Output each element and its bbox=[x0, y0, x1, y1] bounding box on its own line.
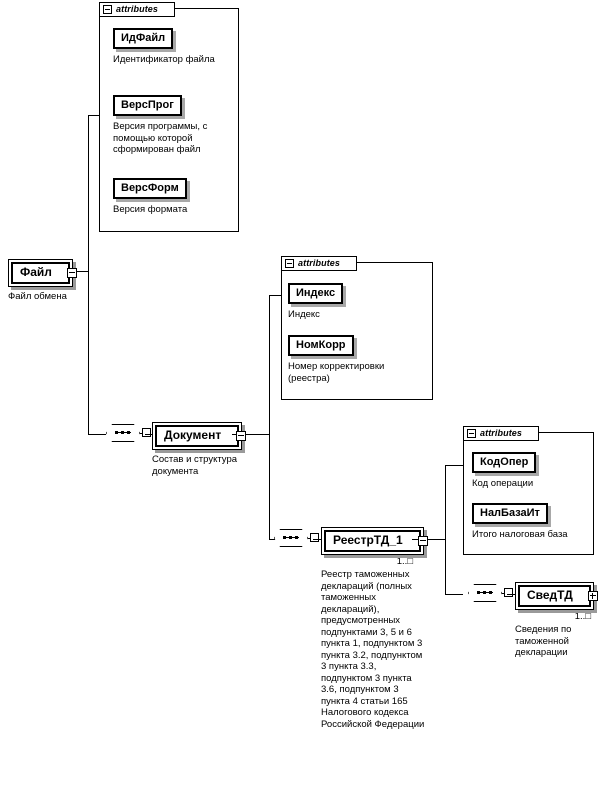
attributes-tab-label: attributes bbox=[116, 4, 159, 14]
attribute-versprog-description: Версия программы, с помощью которой сфор… bbox=[113, 121, 208, 155]
attribute-indeks-name: Индекс bbox=[288, 283, 344, 304]
sequence-knob-root bbox=[142, 428, 151, 437]
node-fajl[interactable]: Файл Файл обмена bbox=[8, 259, 77, 303]
sequence-knob-dokument bbox=[310, 533, 319, 542]
connector-reestr-stub bbox=[412, 539, 446, 540]
attribute-nomkorr-name: НомКорр bbox=[288, 335, 354, 356]
sequence-knob-reestr bbox=[504, 588, 513, 597]
sequence-tick-reestr bbox=[502, 592, 505, 594]
node-dokument[interactable]: Документ Состав и структура документа bbox=[152, 422, 262, 477]
connector-reestr-to-attributes bbox=[445, 465, 465, 466]
node-svedtd-box[interactable]: СведТД bbox=[515, 582, 598, 612]
attribute-idfajl[interactable]: ИдФайл Идентификатор файла bbox=[113, 28, 215, 66]
minus-icon[interactable] bbox=[467, 429, 476, 438]
node-fajl-collapse-icon[interactable] bbox=[66, 268, 77, 278]
node-reestrtd1-collapse-icon[interactable] bbox=[417, 536, 428, 546]
attributes-tab-dokument[interactable]: attributes bbox=[281, 256, 357, 271]
node-reestrtd1-description: Реестр таможенных деклараций (полных там… bbox=[321, 569, 425, 730]
attribute-versform-name: ВерсФорм bbox=[113, 178, 187, 199]
connector-dokument-trunk bbox=[269, 295, 270, 540]
attribute-kodoper-name: КодОпер bbox=[472, 452, 537, 473]
connector-fajl-to-sequence bbox=[88, 434, 106, 435]
connector-sequence-to-dokument bbox=[145, 434, 153, 435]
sequence-compositor-reestr[interactable] bbox=[468, 584, 513, 604]
connector-fajl-to-attributes bbox=[88, 115, 100, 116]
sequence-dots-dokument bbox=[283, 536, 299, 539]
attributes-tab-label: attributes bbox=[480, 428, 523, 438]
connector-dokument-stub bbox=[232, 434, 270, 435]
minus-icon[interactable] bbox=[285, 259, 294, 268]
node-reestrtd1[interactable]: РеестрТД_1 1..□ Реестр таможенных деклар… bbox=[321, 527, 428, 730]
attributes-tab-fajl[interactable]: attributes bbox=[99, 2, 175, 17]
attribute-kodoper[interactable]: КодОпер Код операции bbox=[472, 452, 537, 490]
node-dokument-box[interactable]: Документ bbox=[152, 422, 247, 450]
node-dokument-description: Состав и структура документа bbox=[152, 454, 238, 477]
attributes-tab-label: attributes bbox=[298, 258, 341, 268]
connector-dokument-to-attributes bbox=[269, 295, 283, 296]
attribute-indeks-description: Индекс bbox=[288, 309, 320, 320]
attribute-nomkorr[interactable]: НомКорр Номер корректировки (реестра) bbox=[288, 335, 418, 384]
attribute-nomkorr-description: Номер корректировки (реестра) bbox=[288, 361, 385, 384]
attributes-tab-reestr[interactable]: attributes bbox=[463, 426, 539, 441]
sequence-compositor-dokument[interactable] bbox=[274, 529, 319, 549]
attribute-idfajl-name: ИдФайл bbox=[113, 28, 174, 49]
attribute-nalbazait[interactable]: НалБазаИт Итого налоговая база bbox=[472, 503, 568, 541]
node-svedtd[interactable]: СведТД 1..□ Сведения по таможенной декла… bbox=[515, 582, 598, 659]
node-svedtd-cardinality: 1..□ bbox=[574, 611, 591, 622]
node-dokument-collapse-icon[interactable] bbox=[236, 431, 247, 441]
node-fajl-box[interactable]: Файл bbox=[8, 259, 77, 287]
attribute-versform-description: Версия формата bbox=[113, 204, 188, 215]
sequence-dots-root bbox=[115, 431, 131, 434]
sequence-tick-dokument bbox=[308, 537, 311, 539]
sequence-compositor-root[interactable] bbox=[106, 424, 151, 444]
attribute-kodoper-description: Код операции bbox=[472, 478, 534, 489]
node-svedtd-label: СведТД bbox=[518, 585, 591, 607]
attribute-nalbazait-name: НалБазаИт bbox=[472, 503, 548, 524]
attribute-versprog[interactable]: ВерсПрог Версия программы, с помощью кот… bbox=[113, 95, 248, 156]
connector-fajl-trunk bbox=[88, 115, 89, 435]
node-fajl-label: Файл bbox=[11, 262, 70, 284]
sequence-dots-reestr bbox=[477, 591, 493, 594]
attribute-indeks[interactable]: Индекс Индекс bbox=[288, 283, 344, 321]
sequence-tick-root bbox=[140, 432, 143, 434]
node-reestrtd1-cardinality: 1..□ bbox=[396, 556, 413, 567]
connector-fajl-stub bbox=[72, 271, 89, 272]
node-reestrtd1-box[interactable]: РеестрТД_1 bbox=[321, 527, 428, 557]
node-dokument-label: Документ bbox=[155, 425, 240, 447]
connector-sequence-to-svedtd bbox=[507, 594, 516, 595]
connector-reestr-trunk bbox=[445, 465, 446, 595]
attribute-versprog-name: ВерсПрог bbox=[113, 95, 182, 116]
attribute-idfajl-description: Идентификатор файла bbox=[113, 54, 215, 65]
attribute-nalbazait-description: Итого налоговая база bbox=[472, 529, 568, 540]
node-svedtd-description: Сведения по таможенной декларации bbox=[515, 624, 572, 658]
attribute-versform[interactable]: ВерсФорм Версия формата bbox=[113, 178, 187, 216]
minus-icon[interactable] bbox=[103, 5, 112, 14]
connector-reestr-to-sequence bbox=[445, 594, 463, 595]
node-reestrtd1-label: РеестрТД_1 bbox=[324, 530, 421, 552]
node-fajl-description: Файл обмена bbox=[8, 291, 67, 302]
connector-sequence-to-reestr bbox=[313, 539, 322, 540]
node-svedtd-expand-icon[interactable] bbox=[587, 591, 598, 601]
